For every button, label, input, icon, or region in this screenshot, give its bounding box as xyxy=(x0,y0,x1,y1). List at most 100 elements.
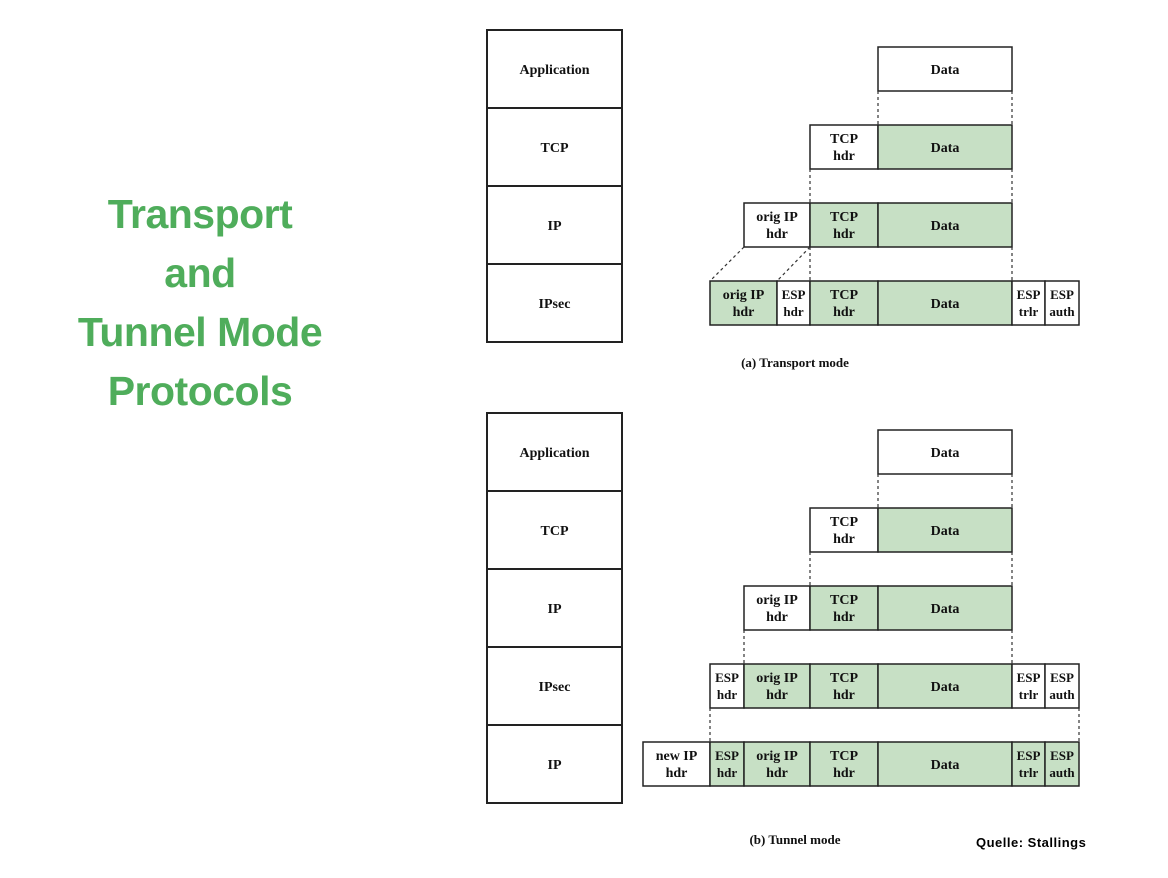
cell-esp-auth-label-1: ESP xyxy=(1050,748,1074,763)
cell-data-label: Data xyxy=(931,63,960,78)
packet-row: Data xyxy=(877,46,1013,92)
cell-data-box xyxy=(877,507,1013,553)
cell-orig-ip-hdr-label-1: orig IP xyxy=(756,749,798,764)
diagram-caption: (a) Transport mode xyxy=(741,355,849,370)
cell-tcp-hdr-label-1: TCP xyxy=(830,515,858,530)
cell-data-box xyxy=(877,202,1013,248)
cell-orig-ip-hdr-label-1: orig IP xyxy=(756,210,798,225)
cell-esp-auth-label-2: auth xyxy=(1049,304,1075,319)
cell-esp-trlr-label-1: ESP xyxy=(1017,748,1041,763)
cell-esp-auth-label-1: ESP xyxy=(1050,670,1074,685)
cell-data-box xyxy=(877,585,1013,631)
cell-tcp-hdr-label-2: hdr xyxy=(833,149,855,164)
encapsulation-connector xyxy=(776,246,811,282)
diagram-transport-mode: ApplicationTCPIPIPsecDataTCPhdrDataorig … xyxy=(486,29,1080,370)
slide-title-line-4: Protocols xyxy=(107,368,293,414)
cell-new-ip-hdr-label-2: hdr xyxy=(666,766,688,781)
cell-tcp-hdr-box xyxy=(809,202,879,248)
cell-orig-ip-hdr-label-1: orig IP xyxy=(723,288,765,303)
packet-row: TCP hdr Data xyxy=(809,507,1013,553)
cell-orig-ip-hdr-label-2: hdr xyxy=(766,688,788,703)
cell-esp-hdr-box xyxy=(776,280,811,326)
slide-title-line-1: Transport xyxy=(107,191,293,237)
cell-orig-ip-hdr-box xyxy=(709,280,778,326)
slide-title: Transport and Tunnel Mode Protocols xyxy=(40,185,360,421)
cell-esp-auth-label-2: auth xyxy=(1049,765,1075,780)
packet-row: Data xyxy=(877,429,1013,475)
encapsulation-connector xyxy=(709,246,745,282)
cell-tcp-hdr-label-2: hdr xyxy=(833,688,855,703)
cell-esp-hdr-box xyxy=(709,663,745,709)
cell-data-box xyxy=(877,280,1013,326)
source-credit: Quelle: Stallings xyxy=(976,835,1087,850)
cell-esp-trlr-label-1: ESP xyxy=(1017,287,1041,302)
cell-esp-hdr-label-1: ESP xyxy=(782,287,806,302)
cell-tcp-hdr-box xyxy=(809,124,879,170)
layer-label-ip: IP xyxy=(548,602,562,617)
cell-data-box xyxy=(877,46,1013,92)
layer-label-ipsec: IPsec xyxy=(539,297,571,312)
cell-esp-auth-box xyxy=(1044,280,1080,326)
cell-data-label: Data xyxy=(931,524,960,539)
cell-data-label: Data xyxy=(931,602,960,617)
cell-tcp-hdr-label-1: TCP xyxy=(830,210,858,225)
cell-orig-ip-hdr-label-2: hdr xyxy=(766,227,788,242)
cell-esp-trlr-box xyxy=(1011,280,1046,326)
cell-data-box xyxy=(877,663,1013,709)
cell-data-box xyxy=(877,124,1013,170)
packet-row: new IP hdr ESP hdr orig IP hdr TCP hdr Data ESP tr… xyxy=(642,741,1080,787)
cell-orig-ip-hdr-label-2: hdr xyxy=(766,766,788,781)
cell-data-box xyxy=(877,429,1013,475)
cell-esp-hdr-label-2: hdr xyxy=(717,687,737,702)
cell-new-ip-hdr-box xyxy=(642,741,711,787)
cell-esp-hdr-label-2: hdr xyxy=(783,304,803,319)
cell-orig-ip-hdr-box xyxy=(743,741,811,787)
cell-esp-trlr-label-1: ESP xyxy=(1017,670,1041,685)
cell-esp-hdr-box xyxy=(709,741,745,787)
cell-data-label: Data xyxy=(931,297,960,312)
packet-row: TCP hdr Data xyxy=(809,124,1013,170)
cell-tcp-hdr-label-1: TCP xyxy=(830,132,858,147)
cell-orig-ip-hdr-box xyxy=(743,202,811,248)
layer-label-ipsec: IPsec xyxy=(539,680,571,695)
cell-orig-ip-hdr-label-2: hdr xyxy=(766,610,788,625)
cell-tcp-hdr-label-2: hdr xyxy=(833,227,855,242)
layer-label-ip: IP xyxy=(548,219,562,234)
cell-esp-auth-box xyxy=(1044,741,1080,787)
cell-orig-ip-hdr-label-2: hdr xyxy=(733,305,755,320)
cell-tcp-hdr-label-2: hdr xyxy=(833,610,855,625)
cell-esp-auth-label-2: auth xyxy=(1049,687,1075,702)
cell-data-label: Data xyxy=(931,758,960,773)
cell-tcp-hdr-label-1: TCP xyxy=(830,749,858,764)
cell-tcp-hdr-label-2: hdr xyxy=(833,305,855,320)
cell-data-label: Data xyxy=(931,219,960,234)
cell-tcp-hdr-label-1: TCP xyxy=(830,671,858,686)
cell-data-label: Data xyxy=(931,446,960,461)
layer-label-tcp: TCP xyxy=(541,524,569,539)
cell-data-label: Data xyxy=(931,680,960,695)
cell-esp-trlr-box xyxy=(1011,741,1046,787)
cell-orig-ip-hdr-label-1: orig IP xyxy=(756,671,798,686)
cell-esp-hdr-label-2: hdr xyxy=(717,765,737,780)
diagram-tunnel-mode: ApplicationTCPIPIPsecIPDataTCPhdrDataori… xyxy=(486,412,1080,847)
packet-row: orig IP hdr TCP hdr Data xyxy=(743,202,1013,248)
cell-esp-trlr-label-2: trlr xyxy=(1019,765,1039,780)
cell-data-label: Data xyxy=(931,141,960,156)
slide-title-line-2: and xyxy=(164,250,236,296)
layer-stack xyxy=(486,412,623,804)
cell-new-ip-hdr-label-1: new IP xyxy=(656,749,698,764)
cell-tcp-hdr-label-2: hdr xyxy=(833,766,855,781)
diagram-caption: (b) Tunnel mode xyxy=(749,832,840,847)
layer-label-application: Application xyxy=(519,63,589,78)
cell-tcp-hdr-label-1: TCP xyxy=(830,288,858,303)
layer-label-ip: IP xyxy=(548,758,562,773)
layer-label-tcp: TCP xyxy=(541,141,569,156)
cell-tcp-hdr-label-2: hdr xyxy=(833,532,855,547)
cell-esp-hdr-label-1: ESP xyxy=(715,670,739,685)
cell-tcp-hdr-box xyxy=(809,663,879,709)
slide-title-line-3: Tunnel Mode xyxy=(77,309,323,355)
